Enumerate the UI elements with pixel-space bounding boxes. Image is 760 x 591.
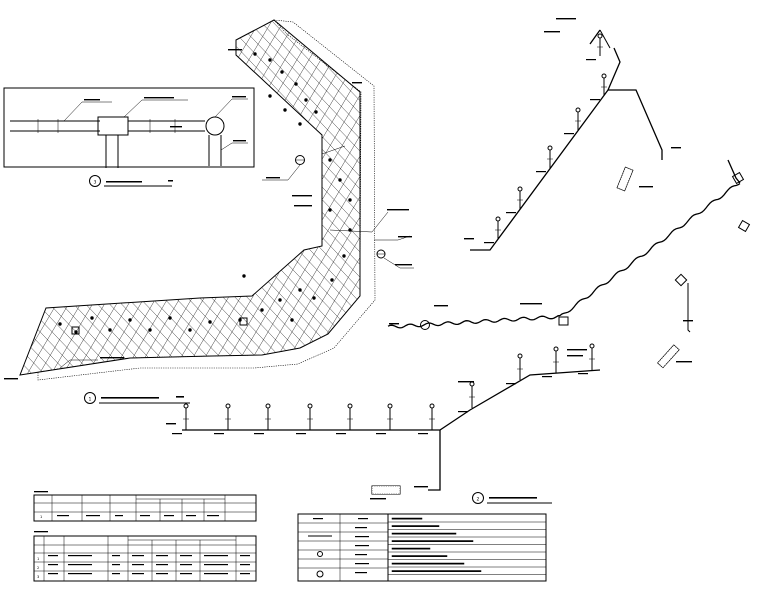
detail-frame xyxy=(3,87,255,168)
sprinkler-head-icon xyxy=(307,403,313,409)
nozzle-icon xyxy=(294,82,298,86)
nozzle-icon xyxy=(330,278,334,282)
sprinkler-head-icon xyxy=(387,403,393,409)
system-callout-icon xyxy=(472,492,484,504)
plan-callout-icon xyxy=(84,392,96,404)
nozzle-icon xyxy=(298,122,302,126)
top-table-row-1-no: 1 xyxy=(40,515,42,519)
plan-title: 1 xyxy=(84,392,190,404)
nozzle-icon xyxy=(283,108,287,112)
detail-number: 3 xyxy=(94,180,97,186)
sprinkler-head-icon xyxy=(469,381,475,387)
pump-icon xyxy=(295,155,305,165)
pipe-isometric xyxy=(166,18,751,500)
sprinkler-head-icon xyxy=(597,33,603,39)
drain-icon xyxy=(71,326,80,335)
nozzle-icon xyxy=(280,70,284,74)
system-number: 2 xyxy=(477,497,480,503)
pipe-end-icon xyxy=(205,116,225,136)
nozzle-icon xyxy=(304,98,308,102)
nozzle-icon xyxy=(290,318,294,322)
sprinkler-head-icon xyxy=(553,346,559,352)
nozzle-icon xyxy=(242,274,246,278)
tee-fitting-icon xyxy=(97,116,129,136)
bottom-table-row-3-no: 3 xyxy=(37,575,39,579)
nozzle-icon xyxy=(108,328,112,332)
detail-callout-icon xyxy=(89,175,101,187)
nozzle-icon xyxy=(298,288,302,292)
nozzle-icon xyxy=(278,298,282,302)
nozzle-icon xyxy=(312,296,316,300)
sprinkler-head-icon xyxy=(517,186,523,192)
nozzle-icon xyxy=(188,328,192,332)
sprinkler-head-icon xyxy=(183,403,189,409)
nozzle-icon xyxy=(58,322,62,326)
nozzle-icon xyxy=(168,316,172,320)
plan-number: 1 xyxy=(89,397,92,403)
sprinkler-head-icon xyxy=(589,343,595,349)
nozzle-icon xyxy=(90,316,94,320)
sprinkler-head-icon xyxy=(225,403,231,409)
nozzle-icon xyxy=(314,110,318,114)
valve-icon xyxy=(316,570,324,578)
plan-nozzles xyxy=(58,52,352,335)
nozzle-icon xyxy=(148,328,152,332)
sprinkler-head-icon xyxy=(517,353,523,359)
nozzle-icon xyxy=(328,208,332,212)
sprinkler-head-icon xyxy=(601,73,607,79)
nozzle-icon xyxy=(74,330,78,334)
nozzle-icon xyxy=(128,318,132,322)
nozzle-icon xyxy=(328,158,332,162)
drain-icon xyxy=(239,317,248,326)
material-table-top: 1 xyxy=(33,491,257,522)
nozzle-icon xyxy=(348,198,352,202)
notes-table xyxy=(387,513,547,582)
connection-detail xyxy=(3,87,255,168)
sprinkler-head-icon xyxy=(547,145,553,151)
system-title: 2 xyxy=(472,492,552,504)
sprinkler-head-icon xyxy=(575,107,581,113)
pool-outline xyxy=(19,19,361,376)
nozzle-icon xyxy=(268,94,272,98)
nozzle-icon xyxy=(253,52,257,56)
bottom-table-row-1-no: 1 xyxy=(37,557,39,561)
sprinkler-head-icon xyxy=(429,403,435,409)
pool-plan-view xyxy=(4,19,414,381)
nozzle-icon xyxy=(342,254,346,258)
nozzle-icon xyxy=(208,320,212,324)
detail-title: 3 xyxy=(89,175,173,187)
nozzle-icon xyxy=(338,178,342,182)
nozzle-icon xyxy=(268,58,272,62)
legend-table xyxy=(297,513,389,582)
sprinkler-head-icon xyxy=(265,403,271,409)
material-table-bottom: 1 2 3 xyxy=(33,531,257,582)
sprinkler-head-icon xyxy=(317,551,323,557)
nozzle-icon xyxy=(260,308,264,312)
bottom-table-row-2-no: 2 xyxy=(37,566,39,570)
sprinkler-head-icon xyxy=(347,403,353,409)
sprinkler-head-icon xyxy=(495,216,501,222)
